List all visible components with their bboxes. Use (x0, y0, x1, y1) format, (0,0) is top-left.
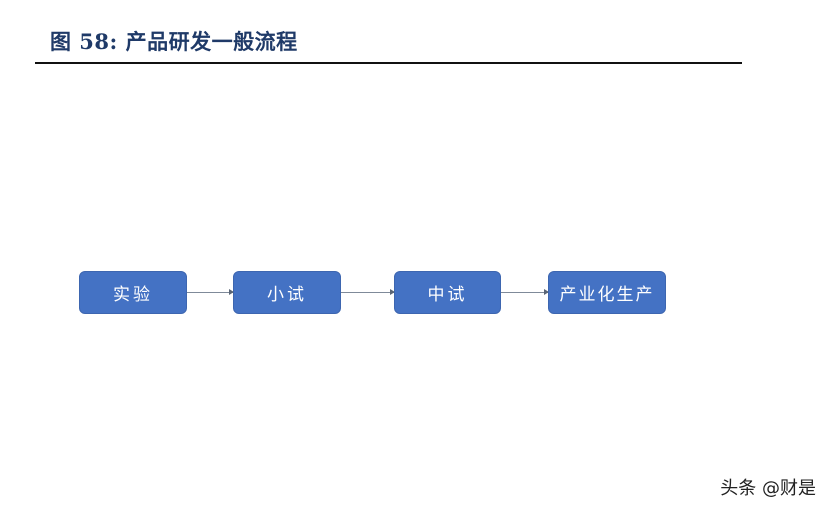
arrow-icon (187, 289, 234, 295)
watermark: 头条 @财是 (720, 478, 816, 499)
step-small-trial: 小试 (233, 271, 341, 314)
arrow-icon (341, 289, 395, 295)
step-pilot-trial: 中试 (394, 271, 501, 314)
step-industrial-production: 产业化生产 (548, 271, 666, 314)
step-experiment: 实验 (79, 271, 187, 314)
title-divider (35, 62, 742, 64)
arrow-icon (501, 289, 549, 295)
figure-title: 图 58: 产品研发一般流程 (50, 29, 298, 54)
